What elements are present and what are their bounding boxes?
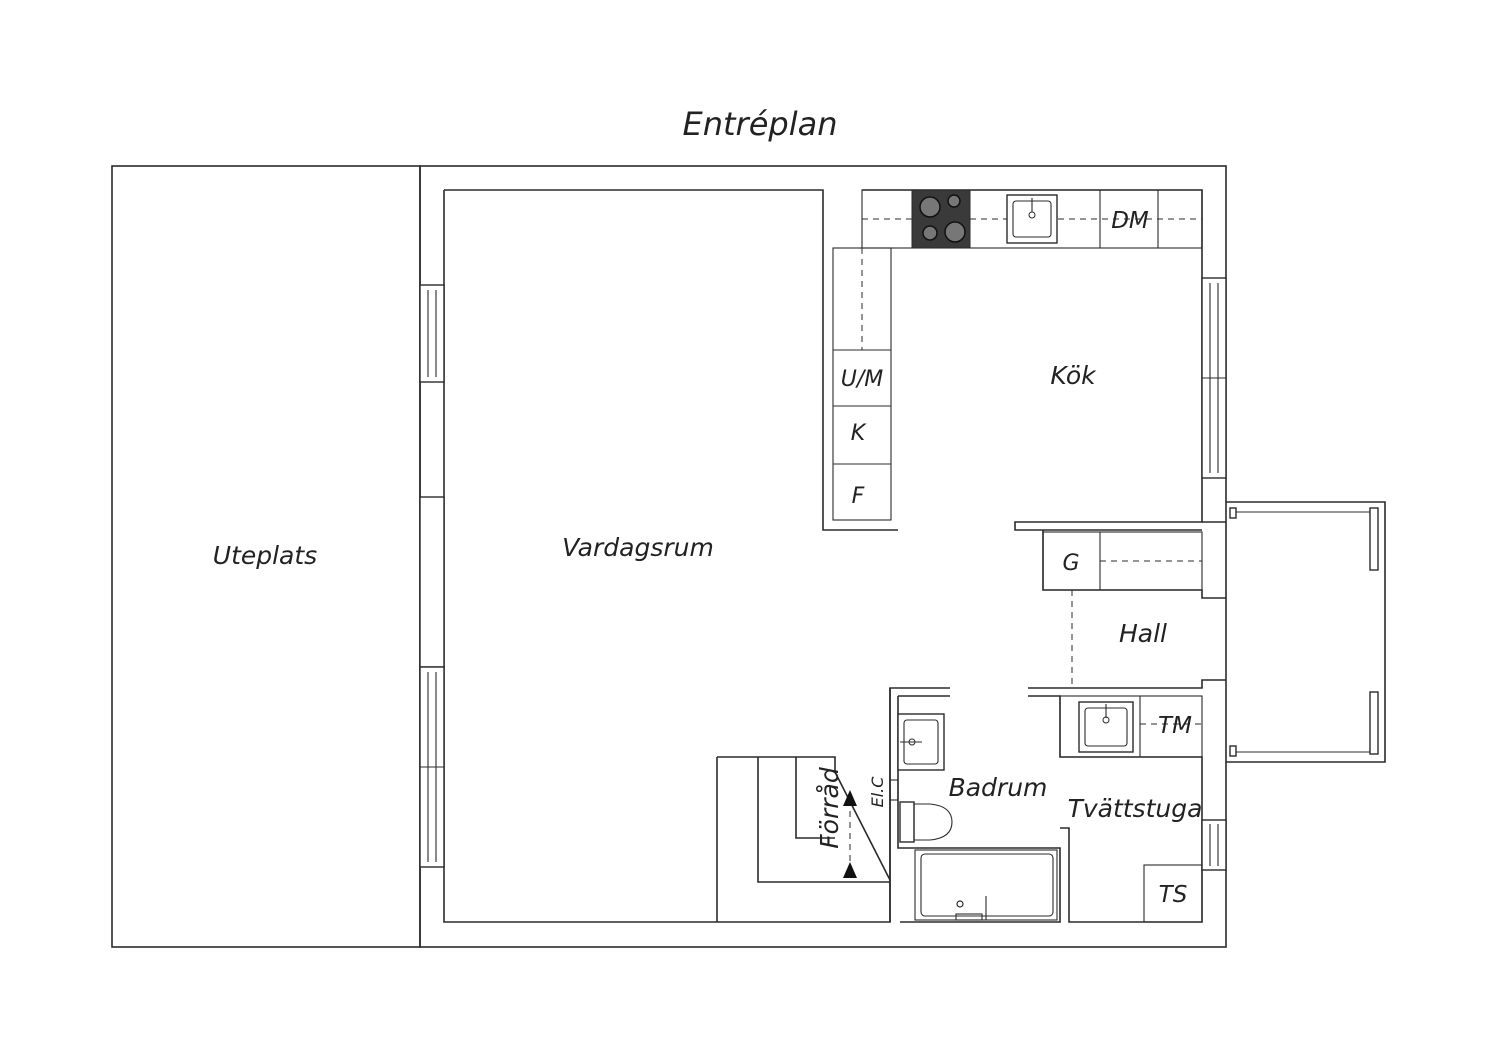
laundry-counter [1059, 695, 1203, 758]
fridge-label: K [851, 421, 867, 446]
freezer-fridge-label: U/M [841, 367, 884, 392]
window-left-mid [419, 496, 445, 668]
freezer-label: F [852, 484, 865, 509]
toilet-icon [899, 801, 953, 843]
kitchen-counter-left [832, 247, 892, 521]
bathtub-icon [914, 849, 1058, 921]
washing-machine-label: TM [1158, 713, 1192, 739]
room-label-kok: Kök [1050, 361, 1097, 390]
window-left-top [419, 284, 445, 383]
electric-cabinet-label: El.C [868, 776, 887, 808]
laundry-sink-icon [1078, 701, 1134, 753]
electric-cabinet [889, 779, 899, 801]
room-label-badrum: Badrum [949, 773, 1048, 802]
window-right-laundry [1201, 819, 1227, 871]
room-label-forrad: Förråd [815, 767, 844, 849]
dryer-box [1143, 864, 1203, 923]
window-left-bottom [419, 666, 445, 868]
stove-icon [911, 189, 971, 249]
room-label-vardagsrum: Vardagsrum [562, 533, 714, 562]
hall-wardrobe [1042, 531, 1203, 688]
kitchen-sink-icon [1006, 194, 1058, 244]
storage-arrows [843, 790, 857, 878]
room-label-tvattstuga: Tvättstuga [1068, 794, 1203, 823]
dryer-label: TS [1159, 882, 1188, 908]
wardrobe-label: G [1062, 551, 1079, 576]
room-label-hall: Hall [1119, 619, 1167, 648]
plan-title: Entréplan [683, 105, 838, 143]
entrance-porch [1226, 501, 1386, 763]
window-right-kitchen [1201, 277, 1227, 479]
room-label-uteplats: Uteplats [213, 541, 317, 570]
dishwasher-label: DM [1111, 208, 1149, 234]
bathroom-sink-icon [897, 713, 945, 771]
storage-walls [716, 756, 891, 922]
